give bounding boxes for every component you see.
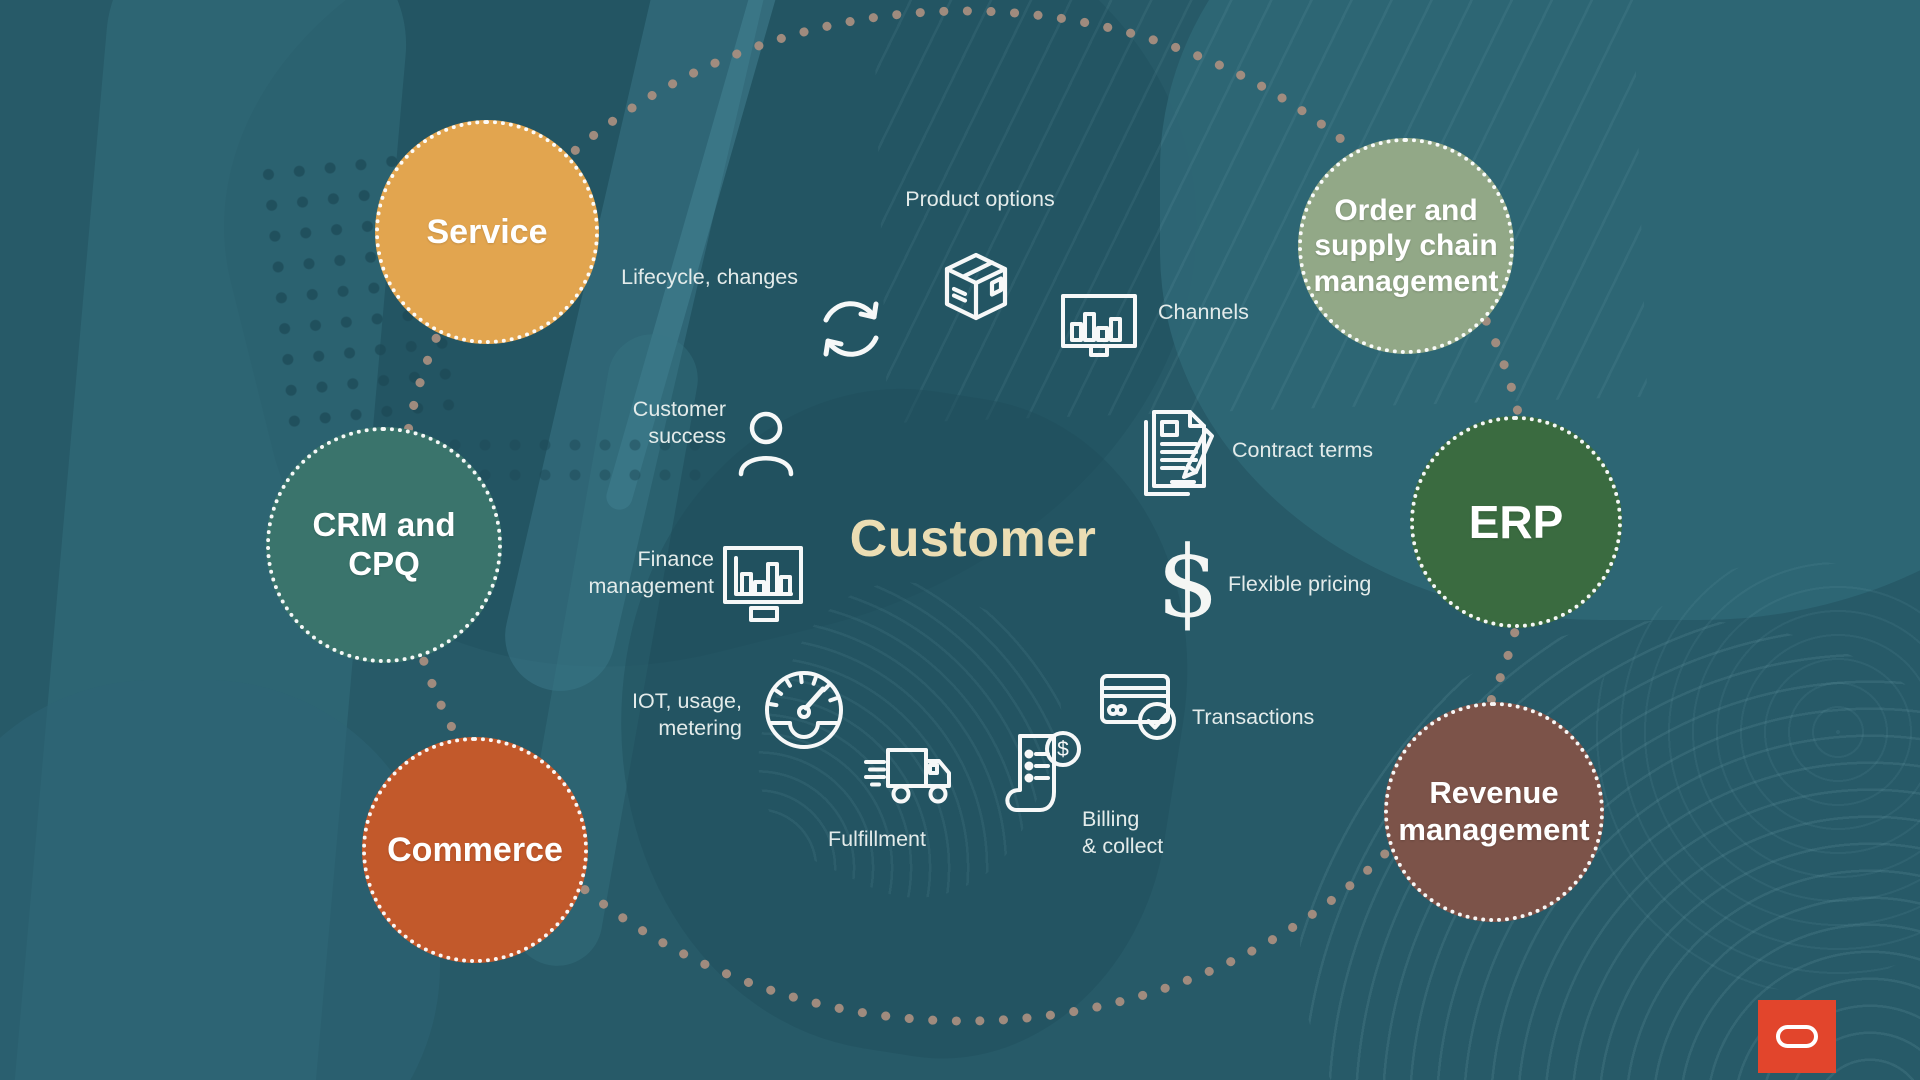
label-lifecycle-changes: Lifecycle, changes xyxy=(621,265,798,289)
node-revenue-management: Revenue management xyxy=(1384,702,1604,922)
delivery-truck-icon xyxy=(862,742,956,810)
label-product-options: Product options xyxy=(905,187,1055,211)
package-icon xyxy=(933,246,1019,332)
sync-icon xyxy=(810,288,892,370)
label-flexible-pricing: Flexible pricing xyxy=(1228,572,1372,596)
label-iot-usage-metering: IOT, usage, metering xyxy=(632,689,742,740)
node-erp-label: ERP xyxy=(1468,495,1564,548)
person-icon xyxy=(736,408,796,480)
gauge-icon xyxy=(760,666,848,754)
node-service-label: Service xyxy=(426,212,548,251)
label-transactions: Transactions xyxy=(1192,705,1315,729)
label-fulfillment: Fulfillment xyxy=(828,827,926,851)
label-billing-collect: Billing & collect xyxy=(1082,807,1164,858)
oracle-logo xyxy=(1758,1000,1836,1073)
node-erp: ERP xyxy=(1410,416,1622,628)
dollar-icon: $ xyxy=(1156,526,1220,640)
node-commerce: Commerce xyxy=(362,737,588,963)
oracle-o-icon xyxy=(1776,1025,1818,1048)
bar-chart-monitor-icon xyxy=(1056,286,1142,370)
center-customer-label: Customer xyxy=(849,510,1097,568)
node-crm-cpq-label: CRM and CPQ xyxy=(312,506,456,582)
node-order-supply-chain-label: Order and supply chain management xyxy=(1313,193,1499,298)
document-pen-icon xyxy=(1138,404,1222,500)
label-customer-success: Customer success xyxy=(632,397,726,448)
svg-text:$: $ xyxy=(1057,738,1069,761)
node-revenue-management-label: Revenue management xyxy=(1398,775,1590,847)
node-service: Service xyxy=(375,120,599,344)
label-channels: Channels xyxy=(1158,300,1249,324)
node-crm-cpq: CRM and CPQ xyxy=(266,427,502,663)
label-contract-terms: Contract terms xyxy=(1232,438,1373,462)
node-commerce-label: Commerce xyxy=(387,830,563,869)
node-order-supply-chain: Order and supply chain management xyxy=(1298,138,1514,354)
credit-card-check-icon xyxy=(1100,672,1180,744)
receipt-dollar-icon: $ xyxy=(1002,728,1084,822)
label-finance-management: Finance management xyxy=(588,547,715,598)
bar-chart-monitor-icon xyxy=(721,540,805,634)
